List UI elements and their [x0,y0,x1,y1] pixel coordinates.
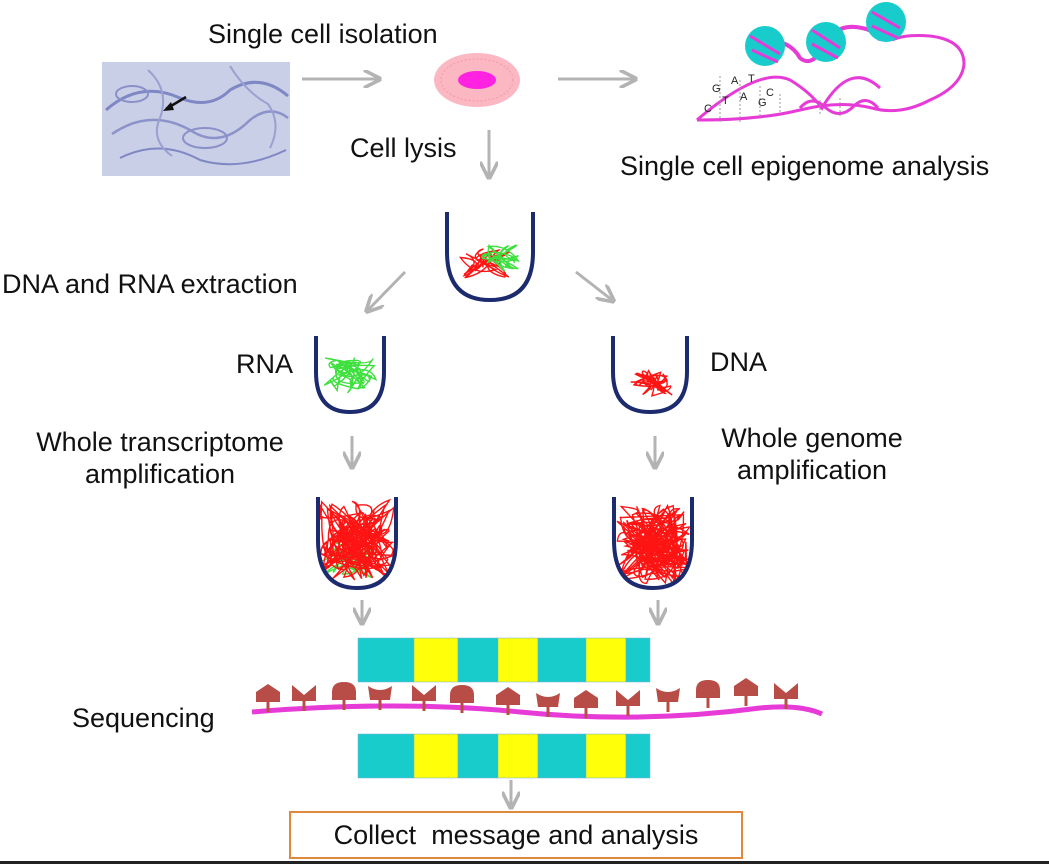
sequence-block [625,733,651,779]
sequencing-strand [251,678,824,720]
bottom-rule [0,861,1049,864]
probe-dome [332,682,356,700]
probe-dome [450,685,474,703]
nucleic-acid-tangle [319,498,395,581]
tissue-image [102,62,290,176]
label-wga-line1: Whole genome [721,423,903,453]
nucleic-acid-tangle [630,369,673,397]
sequence-bar-bottom [357,733,651,779]
dna-base: G [758,97,767,109]
sequence-block [497,637,539,683]
label-whole-transcriptome: Whole transcriptome amplification [14,426,306,490]
sequence-block [625,637,651,683]
probe-bow [774,683,798,699]
label-wga-line2: amplification [736,455,888,485]
chromatin-illustration: CGTAATGC [696,2,966,124]
isolated-cell [434,53,520,107]
sequence-block [457,733,499,779]
sequence-block [457,637,499,683]
amplified-dna-tube [612,497,694,591]
sequence-block [357,733,415,779]
probe-bow [412,685,436,701]
label-wta-line1: Whole transcriptome [36,427,284,457]
nucleic-acid-tangle [616,503,692,586]
sequence-block [497,733,539,779]
sequence-block [357,637,415,683]
label-cell-lysis: Cell lysis [350,133,457,163]
label-dna-rna-extraction: DNA and RNA extraction [2,269,298,299]
probe-bow [292,685,316,701]
amplified-rna-tube [316,497,398,591]
dna-tube [611,336,689,415]
probe-house [734,678,758,696]
label-rna: RNA [236,349,294,379]
label-epigenome-analysis: Single cell epigenome analysis [620,151,990,181]
sequence-block [413,637,459,683]
sequence-bar-top [357,637,651,683]
label-dna: DNA [710,347,768,377]
probe-cup [656,688,680,702]
dna-bases: CGTAATGC [704,73,774,115]
dna-base: T [722,95,729,107]
collect-analysis-box: Collect message and analysis [289,811,743,859]
probe-cup [536,693,560,707]
probe-bow [616,690,640,706]
flow-arrows [302,79,658,806]
sequence-block [413,733,459,779]
nucleic-acid-tangle [481,244,520,272]
probe-house [574,690,598,708]
sequence-block [537,637,587,683]
dna-base: C [704,103,712,115]
nucleic-acid-tangle [323,357,378,394]
dna-base: A [731,75,739,87]
dna-base: A [740,91,748,103]
probe-dome [696,680,720,698]
dna-base: C [766,87,774,99]
label-wta-line2: amplification [84,459,236,489]
dna-base: G [712,83,721,95]
probe-house [496,687,520,705]
probe-cup [368,686,392,700]
label-sequencing: Sequencing [72,703,215,733]
sequence-block [585,733,627,779]
sequence-block [537,733,587,779]
sequence-block [585,637,627,683]
lysis-tube [445,212,535,303]
label-whole-genome: Whole genome amplification [700,422,924,486]
probe-house [256,684,280,702]
dna-base: T [748,73,755,85]
rna-tube [314,336,386,415]
label-single-cell-isolation: Single cell isolation [208,19,438,49]
